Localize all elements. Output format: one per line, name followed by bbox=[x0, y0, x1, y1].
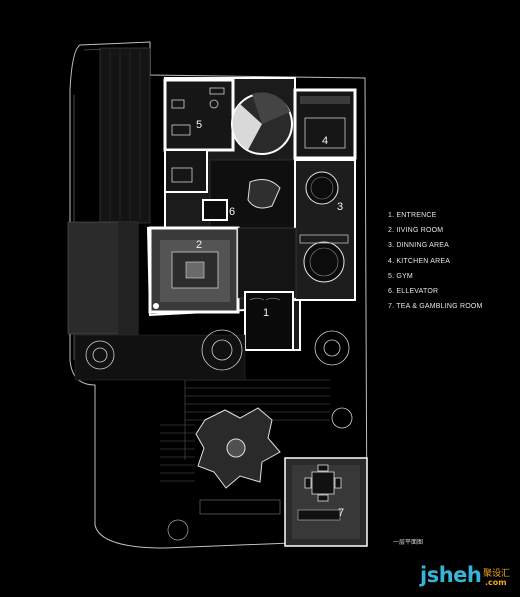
side-path bbox=[118, 222, 138, 334]
site-boundary bbox=[69, 41, 368, 549]
gym-equipment bbox=[171, 87, 225, 183]
tree-mid bbox=[201, 329, 243, 371]
tree-right bbox=[314, 330, 353, 429]
room-number-1: 1 bbox=[263, 307, 269, 319]
piano bbox=[247, 179, 281, 209]
watermark-domain: .com bbox=[485, 578, 507, 587]
elevator bbox=[202, 199, 228, 221]
legend-item: 1. ENTRENCE bbox=[388, 212, 437, 219]
legend-item: 4. KITCHEN AREA bbox=[388, 257, 451, 265]
room-number-3: 3 bbox=[337, 201, 343, 213]
tree-large bbox=[195, 407, 281, 489]
watermark-cn: 聚设汇 bbox=[483, 569, 511, 579]
terrace-strip bbox=[74, 334, 246, 381]
legend-item: 6. ELLEVATOR bbox=[388, 288, 439, 296]
legend-item: 7. TEA & GAMBLING ROOM bbox=[388, 303, 483, 311]
gym-lower bbox=[164, 149, 208, 193]
spiral-stair bbox=[232, 104, 262, 150]
legend-item: 2. IIVING ROOM bbox=[388, 227, 444, 235]
room-number-2: 2 bbox=[196, 239, 202, 251]
tea-table bbox=[304, 464, 342, 502]
room-number-7: 7 bbox=[338, 507, 344, 519]
left-terrace bbox=[99, 47, 151, 224]
room-number-6: 6 bbox=[229, 206, 235, 218]
legend-item: 3. DINNING AREA bbox=[388, 242, 449, 250]
room-number-4: 4 bbox=[322, 135, 328, 147]
dining-table-upper bbox=[305, 171, 339, 205]
tree-small-left bbox=[85, 340, 115, 370]
side-stairs bbox=[160, 424, 195, 482]
room-number-5: 5 bbox=[196, 119, 202, 131]
entrance bbox=[244, 291, 294, 351]
tree-bottom-left bbox=[167, 519, 189, 541]
watermark-logo: jsheh bbox=[420, 563, 482, 587]
bench bbox=[199, 499, 281, 515]
gym-room bbox=[163, 78, 235, 152]
legend-item: 5. GYM bbox=[388, 272, 413, 280]
room-legend: 1. ENTRENCE 2. IIVING ROOM 3. DINNING AR… bbox=[388, 208, 513, 314]
plan-caption: 一层平面图 bbox=[393, 540, 424, 546]
